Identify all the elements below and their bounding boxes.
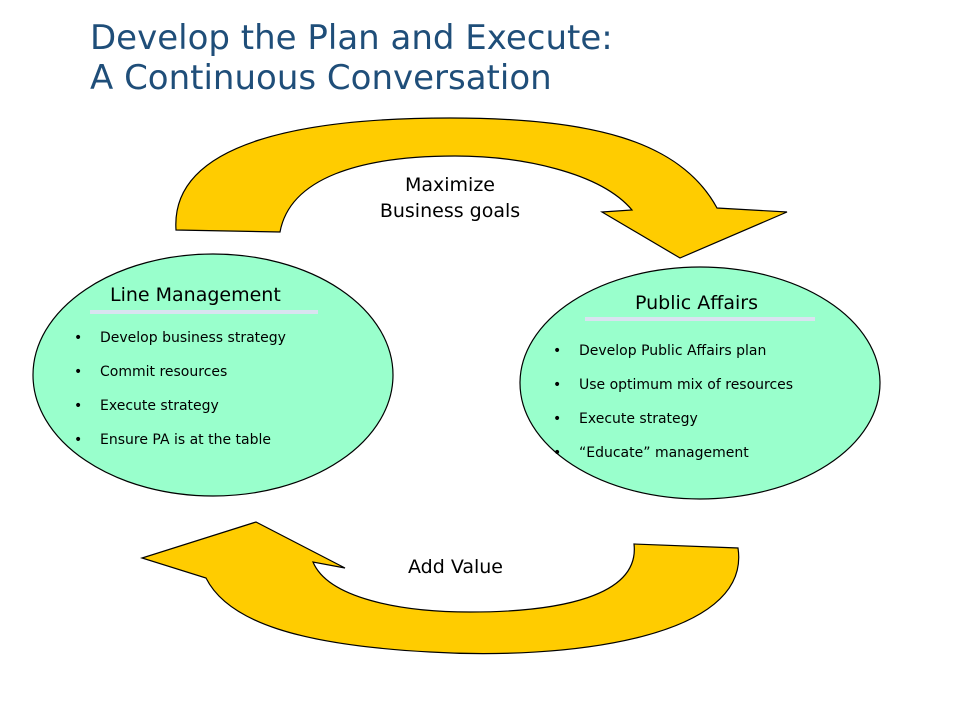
title-line-1: Develop the Plan and Execute: — [90, 18, 613, 58]
bullet-icon: • — [553, 445, 562, 461]
bullet-icon: • — [74, 432, 83, 448]
bottom-curved-arrow — [139, 521, 740, 655]
line-management-title: Line Management — [110, 284, 281, 306]
list-item-text: Commit resources — [100, 364, 228, 380]
top-arrow-label-line-2: Business goals — [379, 200, 521, 222]
top-arrow-label: Maximize Business goals — [360, 172, 540, 224]
list-item: • Commit resources — [74, 363, 286, 397]
bullet-icon: • — [553, 343, 562, 359]
bottom-arrow-label: Add Value — [408, 556, 503, 578]
list-item: • Develop Public Affairs plan — [553, 342, 793, 376]
public-affairs-title: Public Affairs — [635, 292, 758, 314]
bullet-icon: • — [74, 398, 83, 414]
line-management-ellipse — [32, 253, 394, 497]
list-item: • Ensure PA is at the table — [74, 431, 286, 465]
public-affairs-ellipse — [519, 266, 881, 500]
top-arrow-label-line-1: Maximize — [404, 174, 495, 196]
public-affairs-list: • Develop Public Affairs plan • Use optimu… — [553, 342, 793, 478]
list-item-text: “Educate” management — [579, 445, 749, 461]
list-item: • Use optimum mix of resources — [553, 376, 793, 410]
list-item-text: Execute strategy — [100, 398, 219, 414]
list-item: • Execute strategy — [74, 397, 286, 431]
list-item-text: Develop Public Affairs plan — [579, 343, 767, 359]
list-item-text: Use optimum mix of resources — [579, 377, 794, 393]
page-title: Develop the Plan and Execute: A Continuo… — [90, 18, 613, 98]
line-management-list: • Develop business strategy • Commit resou… — [74, 329, 286, 465]
list-item-text: Develop business strategy — [100, 330, 286, 346]
list-item: • Execute strategy — [553, 410, 793, 444]
list-item-text: Ensure PA is at the table — [100, 432, 272, 448]
list-item: • “Educate” management — [553, 444, 793, 478]
list-item: • Develop business strategy — [74, 329, 286, 363]
title-line-2: A Continuous Conversation — [90, 58, 552, 98]
bullet-icon: • — [553, 377, 562, 393]
bullet-icon: • — [74, 330, 83, 346]
bullet-icon: • — [553, 411, 562, 427]
list-item-text: Execute strategy — [579, 411, 698, 427]
top-curved-arrow — [175, 117, 788, 259]
bullet-icon: • — [74, 364, 83, 380]
